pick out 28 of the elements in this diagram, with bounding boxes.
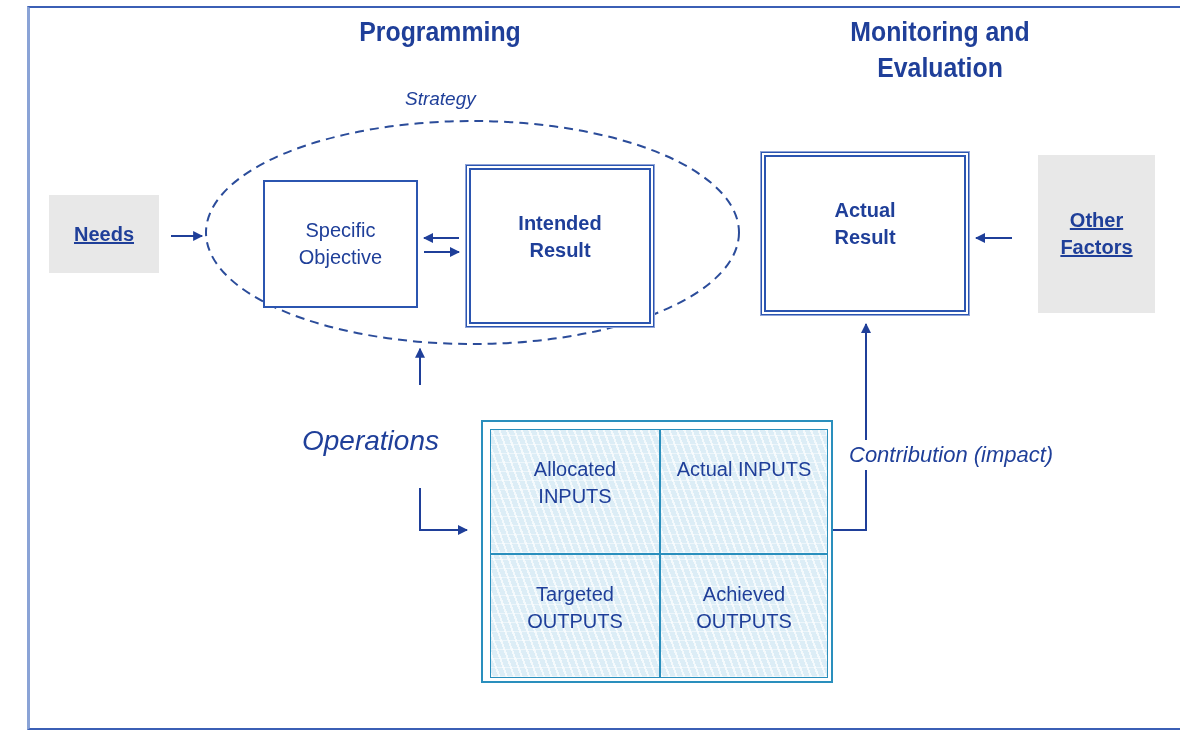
box-text: Intended Result [517,211,603,263]
ellipse-heading: Strategy [405,87,476,111]
arrow [832,323,871,531]
arrow [419,487,468,535]
arrow [170,231,204,241]
box-text: Specific Objective [297,218,384,270]
column-heading: Monitoring and Evaluation [849,16,1031,85]
cell-text: Targeted OUTPUTS [526,582,624,634]
arrow [415,347,425,386]
operations-text: Operations [302,423,439,458]
arrow [423,247,460,257]
arrow [423,233,460,243]
table-cell [490,554,660,678]
table-cell [660,554,828,678]
arrow [975,233,1013,243]
cell-text: Achieved OUTPUTS [695,582,793,634]
double-border-box [760,151,970,316]
underlined-link-text: Needs [74,221,134,247]
column-heading: Programming [358,16,522,49]
double-border-box [465,164,655,328]
underlined-link-text: Other Factors [1059,208,1134,260]
process-box [263,180,418,308]
cell-text: Actual INPUTS [676,457,812,482]
table-cell [490,429,660,554]
table-frame [481,420,833,683]
cell-text: Allocated INPUTS [532,457,618,509]
box-text: Actual Result [833,198,897,250]
table-cell [660,429,828,554]
